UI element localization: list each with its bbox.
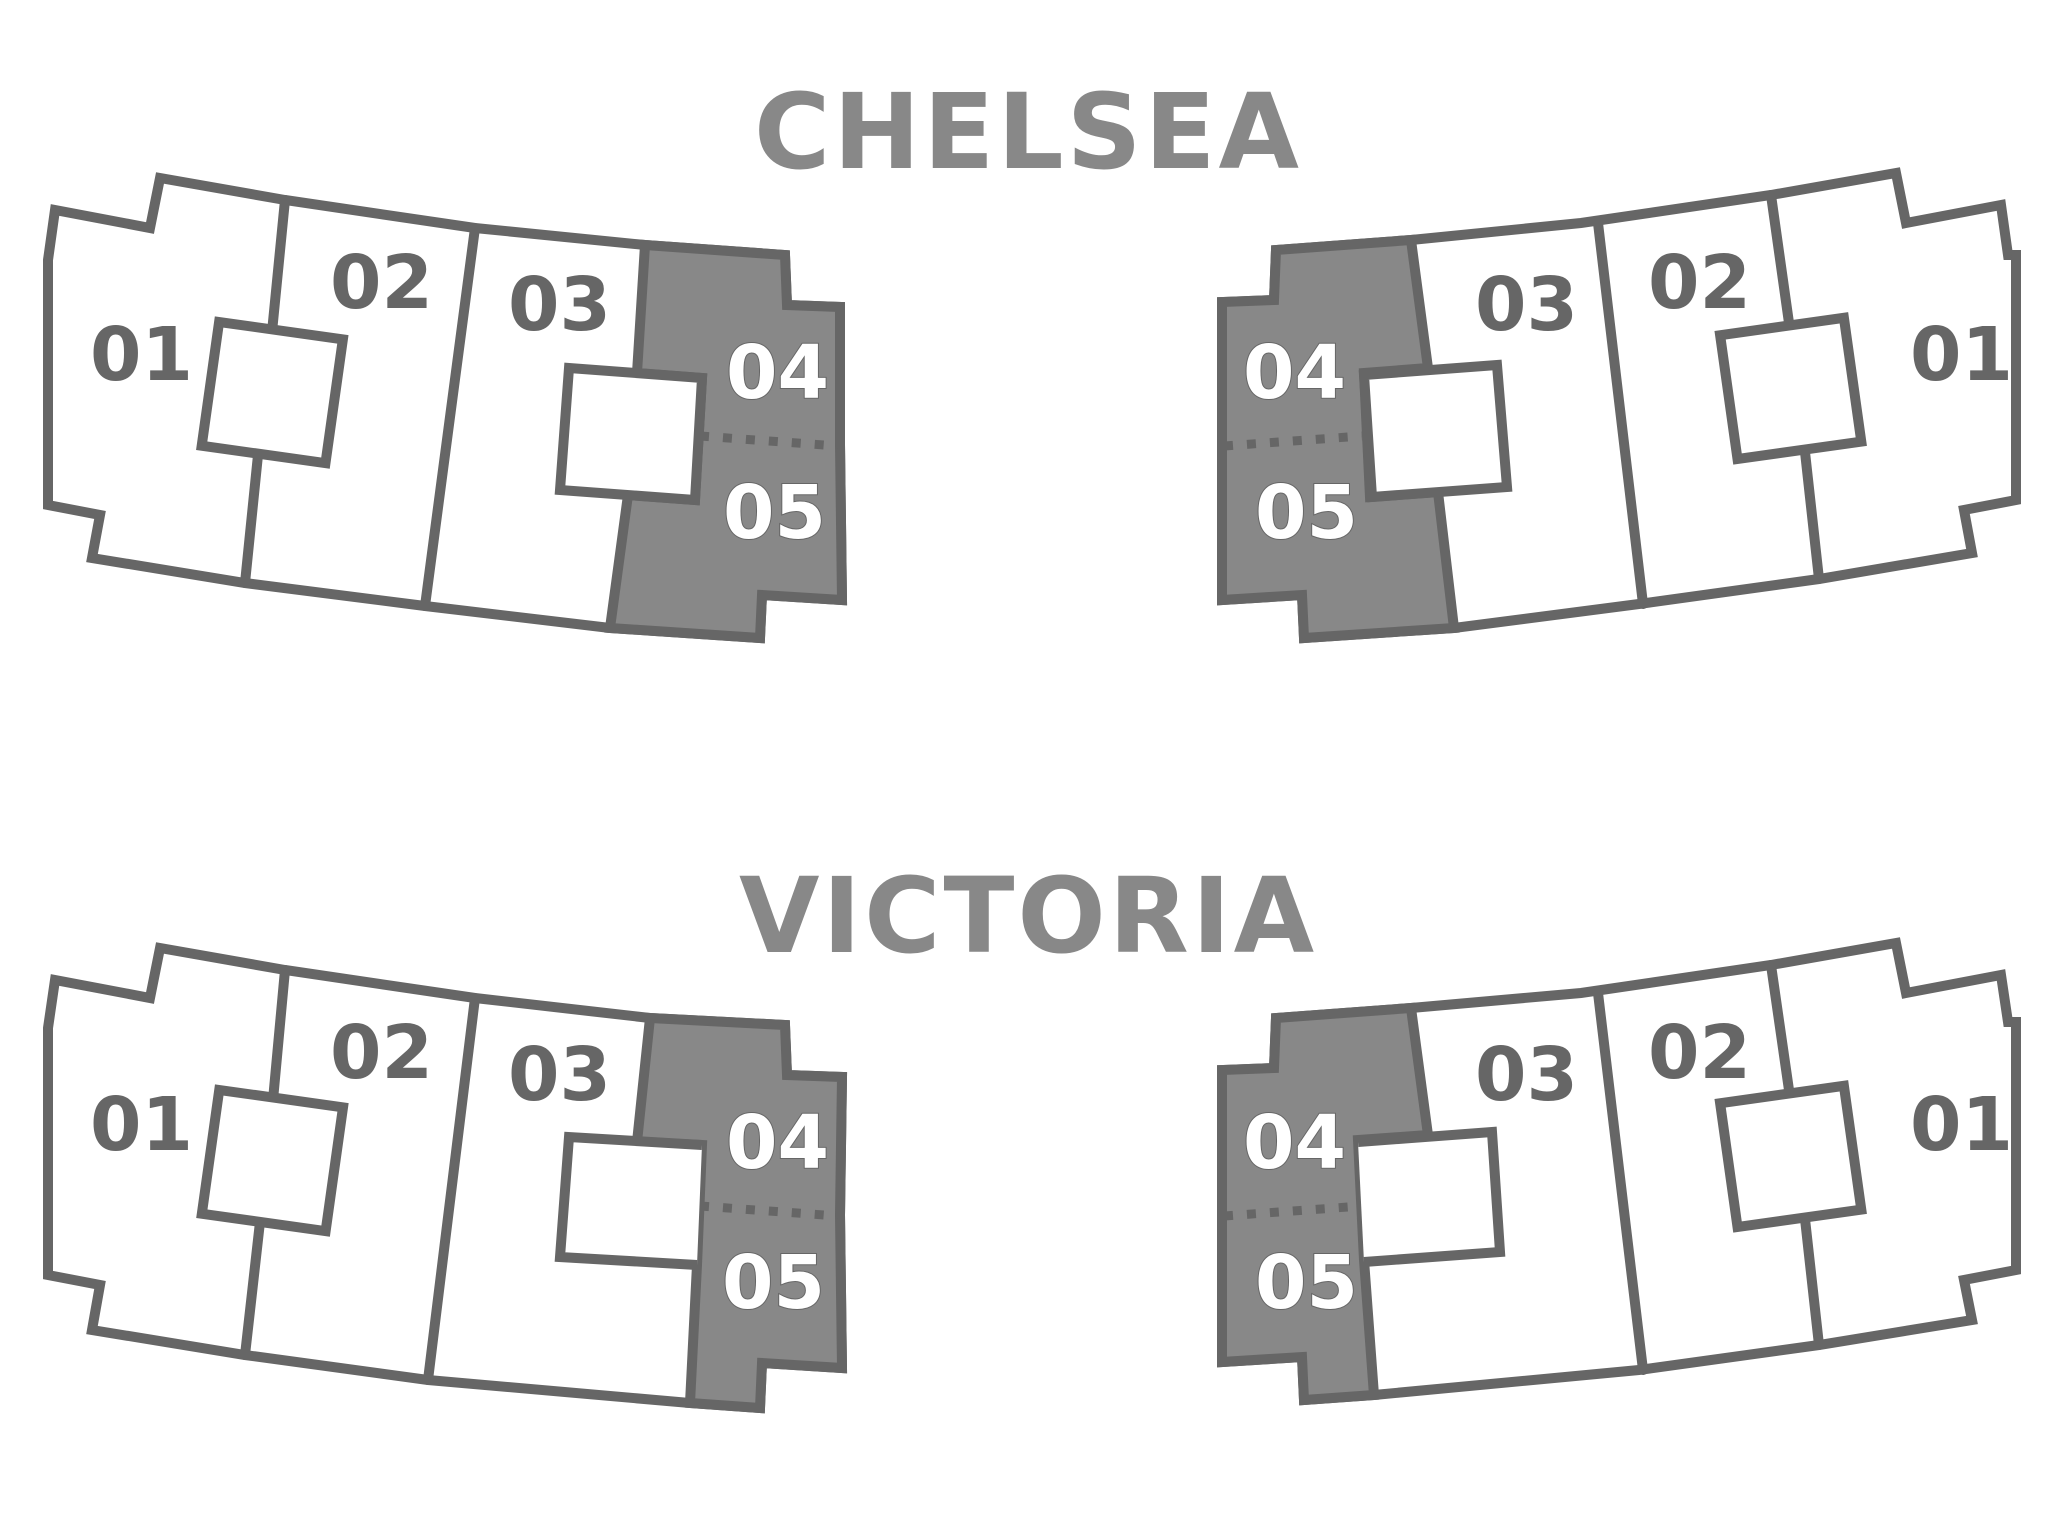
chelsea-right-labels: 01 02 03 04 05	[1242, 240, 2013, 557]
unit-label-02: 02	[1648, 240, 1751, 326]
chelsea-right-wall-01-02a	[1766, 190, 1795, 335]
unit-label-04: 04	[726, 330, 829, 416]
victoria-right-divider-04-05	[1223, 1201, 1363, 1221]
victoria-left-wall-01-02b	[240, 1217, 265, 1360]
chelsea-left-core-2	[554, 362, 708, 506]
building-title-victoria: VICTORIA	[739, 855, 1317, 977]
unit-label-05: 05	[723, 470, 826, 556]
unit-label-03: 03	[1475, 1032, 1578, 1118]
unit-label-03: 03	[508, 1032, 611, 1118]
chelsea-right-divider-04-05	[1223, 431, 1363, 451]
victoria-right-core-2	[1357, 1126, 1506, 1267]
unit-label-02: 02	[1648, 1010, 1751, 1096]
victoria-left-wall-02-03	[423, 993, 480, 1385]
chelsea-right-core-1	[1714, 312, 1867, 465]
unit-label-03: 03	[1475, 262, 1578, 348]
unit-label-01: 01	[1910, 1082, 2013, 1168]
unit-label-01: 01	[1910, 312, 2013, 398]
chelsea-left-divider-04-05	[699, 431, 839, 451]
unit-label-01: 01	[90, 312, 193, 398]
unit-label-05: 05	[1255, 470, 1358, 556]
victoria-right-wing	[1217, 937, 2021, 1406]
victoria-right-core-1	[1714, 1080, 1867, 1233]
victoria-right-wall-02-03	[1593, 988, 1648, 1375]
victoria-right-wall-01-02b	[1800, 1214, 1824, 1350]
unit-label-02: 02	[330, 240, 433, 326]
chelsea-left-wing	[43, 172, 848, 644]
chelsea-left-labels: 01 02 03 04 05	[90, 240, 830, 557]
building-title-chelsea: CHELSEA	[754, 71, 1302, 193]
chelsea-right-core-2	[1358, 359, 1513, 503]
chelsea-right-wing	[1217, 167, 2021, 644]
unit-label-05: 05	[1255, 1240, 1358, 1326]
victoria-left-divider-04-05	[699, 1201, 839, 1221]
victoria-left-wall-01-02a	[268, 965, 290, 1105]
unit-label-04: 04	[1243, 1100, 1346, 1186]
chelsea-left-core-1	[196, 316, 349, 469]
unit-label-05: 05	[722, 1240, 825, 1326]
victoria-left-core-1	[196, 1084, 349, 1237]
chelsea-right-wall-01-02b	[1800, 447, 1824, 584]
victoria-right-labels: 01 02 03 04 05	[1242, 1010, 2013, 1327]
unit-label-04: 04	[1243, 330, 1346, 416]
victoria-left-wing	[43, 942, 848, 1414]
chelsea-right-wall-02-03	[1593, 218, 1648, 609]
chelsea-left-wall-02-03	[420, 223, 480, 611]
chelsea-left-wall-01-02b	[240, 450, 263, 588]
unit-label-01: 01	[90, 1082, 193, 1168]
victoria-right-wall-01-02a	[1766, 960, 1795, 1102]
unit-label-03: 03	[508, 262, 611, 348]
victoria-left-labels: 01 02 03 04 05	[90, 1010, 830, 1327]
unit-label-02: 02	[330, 1010, 433, 1096]
victoria-left-core-2	[554, 1131, 703, 1270]
unit-label-04: 04	[726, 1100, 829, 1186]
chelsea-left-wall-01-02a	[267, 195, 290, 337]
